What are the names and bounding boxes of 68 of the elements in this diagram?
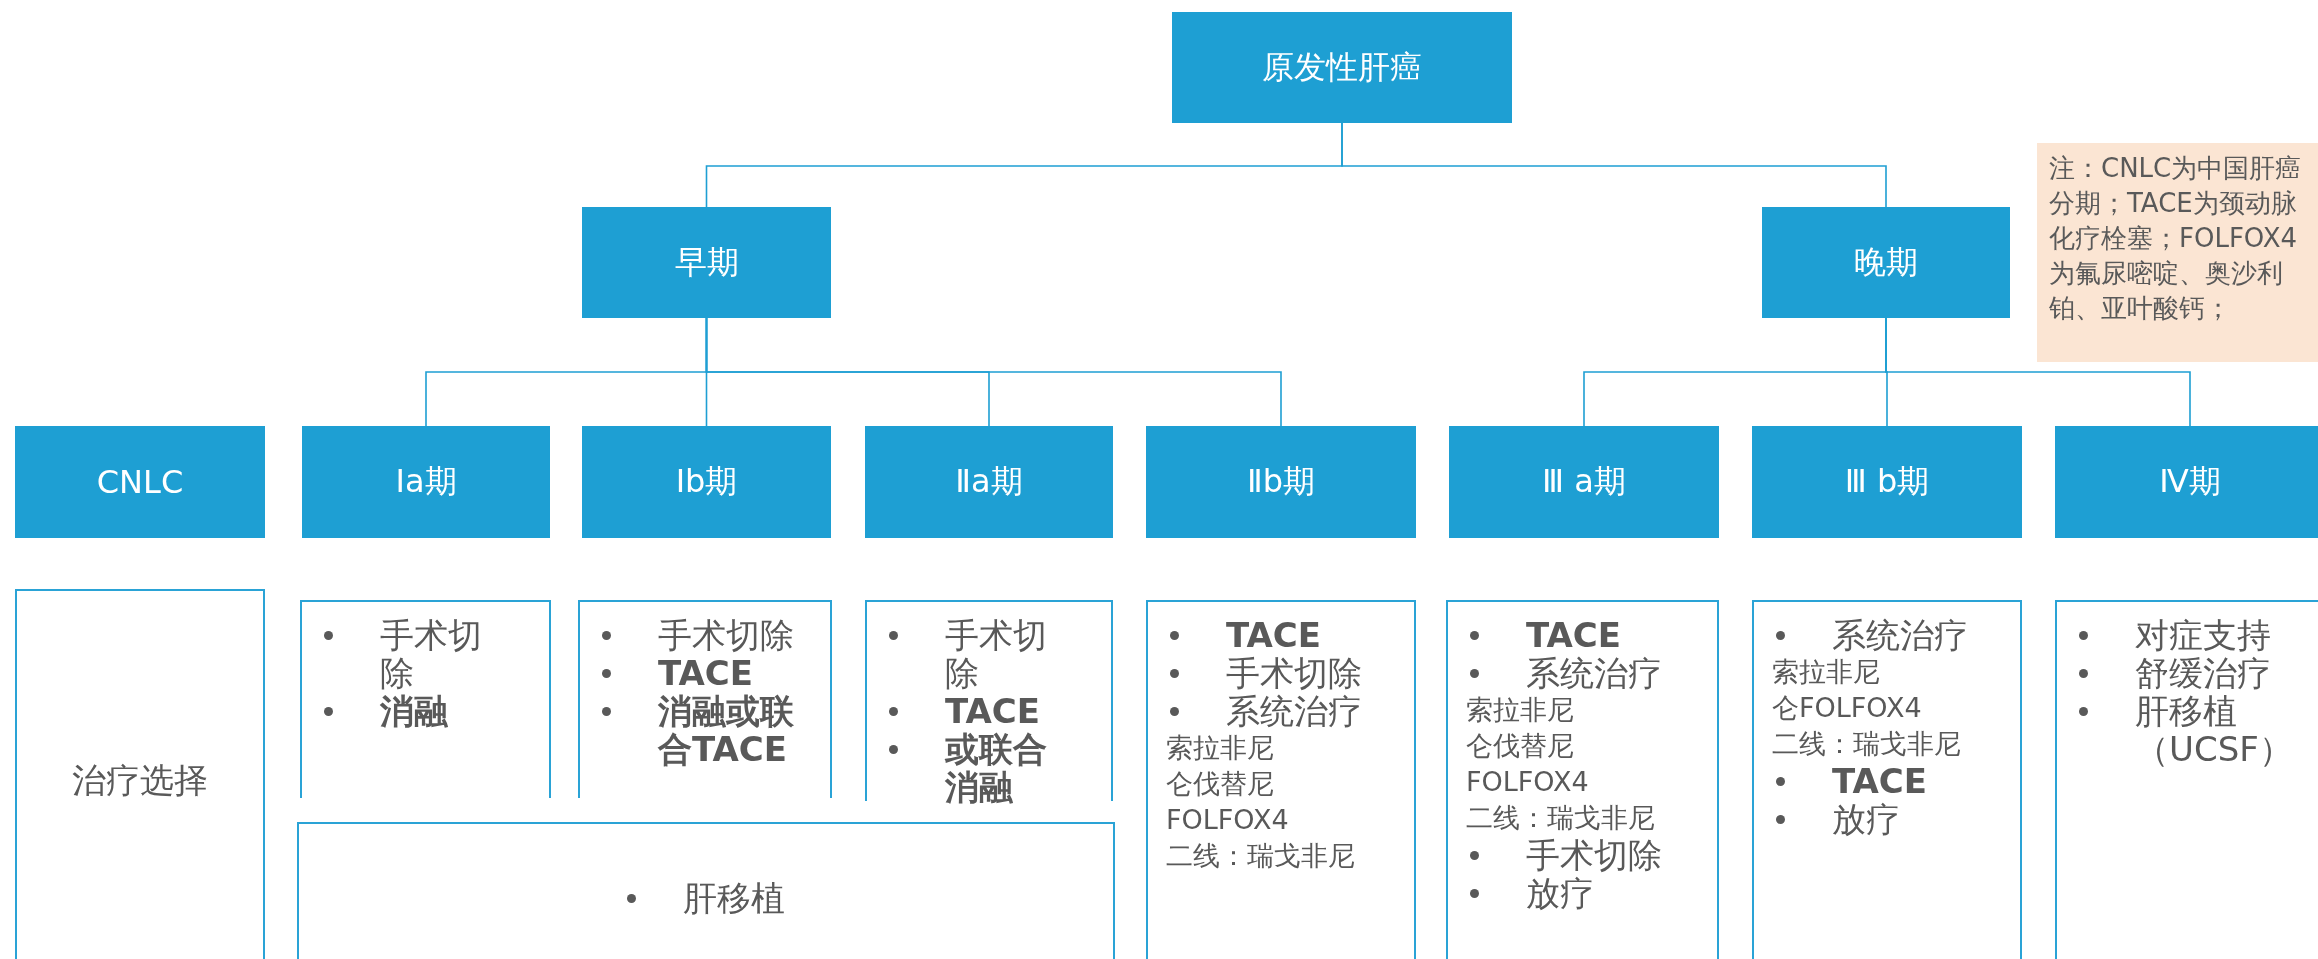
drug-name: 索拉非尼 [1771,655,1881,689]
box-label: Ⅲ a期 [1542,461,1626,502]
drug-name: 仑FOLFOX4 [1771,691,1923,725]
list-item: 肝移植 [683,879,785,917]
drug-name: 二线：瑞戈非尼 [1771,727,1962,761]
box-label: CNLC [96,463,184,501]
stage-box [302,426,550,538]
box-label: 早期 [674,241,739,283]
box-label: Ⅰa期 [395,461,457,502]
box-label: Ⅱa期 [955,461,1023,502]
list-item: 消融或联合TACE [658,692,794,768]
list-item: 系统治疗 [1832,616,1969,654]
note-box: 注：CNLC为中国肝癌分期；TACE为颈动脉化疗栓塞；FOLFOX4为氟尿嘧啶、奥沙利铂、亚叶酸钙； [2037,143,2318,362]
stage-box [1172,12,1512,123]
stage-box [582,207,831,318]
stage-box [582,426,831,538]
treatment-box [2055,600,2318,959]
stage-box [1752,426,2022,538]
treatment-box [1446,600,1719,959]
row-header-box [15,589,265,959]
list-item: 放疗 [1526,874,1595,912]
list-item: TACE [1526,616,1623,654]
list-item: 消融 [380,692,449,730]
stage-box [15,426,265,538]
list-item: 对症支持 [2135,616,2272,654]
drug-name: 仑伐替尼 [1165,767,1275,801]
treatment-box [578,600,832,798]
drug-name: FOLFOX4 [1165,803,1290,837]
stage-box [2055,426,2318,538]
row-header-text: 治疗选择 [72,761,208,799]
box-label: Ⅲ b期 [1844,461,1930,502]
connector-line [705,317,1282,427]
list-item: 系统治疗 [1226,692,1363,730]
drug-name: 二线：瑞戈非尼 [1165,839,1356,873]
stage-box [1449,426,1719,538]
list-item: 手术切除 [380,616,483,692]
drug-name: 索拉非尼 [1165,731,1275,765]
list-item: 舒缓治疗 [2135,654,2272,692]
box-label: 晚期 [1854,241,1918,283]
stage-box [1146,426,1416,538]
list-item: 放疗 [1832,800,1901,838]
drug-name: 二线：瑞戈非尼 [1465,801,1656,835]
box-label: Ⅱb期 [1246,461,1316,502]
drug-name: 索拉非尼 [1465,693,1575,727]
treatment-box [1752,600,2022,959]
list-item: TACE [945,692,1042,730]
list-item: 手术切除 [1526,836,1663,874]
list-item: 手术切除 [1226,654,1363,692]
connector-line [1885,317,2191,427]
list-item: TACE [1226,616,1323,654]
drug-name: FOLFOX4 [1465,765,1590,799]
list-item: 肝移植（UCSF） [2135,692,2285,768]
list-item: 系统治疗 [1526,654,1663,692]
connector-line [1341,122,1887,208]
drug-name: 仑伐替尼 [1465,729,1575,763]
list-item: 手术切除 [945,616,1048,692]
list-item: 或联合消融 [945,730,1048,806]
box-label: 原发性肝癌 [1262,46,1422,88]
box-label: Ⅳ期 [2159,461,2221,502]
stage-box [1762,207,2010,318]
treatment-box [1146,600,1416,959]
treatment-box [300,600,551,798]
list-item: TACE [658,654,755,692]
treatment-box [297,822,1115,959]
list-item: 手术切除 [658,616,794,654]
stage-box [865,426,1113,538]
list-item: TACE [1832,762,1929,800]
box-label: Ⅰb期 [675,461,738,502]
